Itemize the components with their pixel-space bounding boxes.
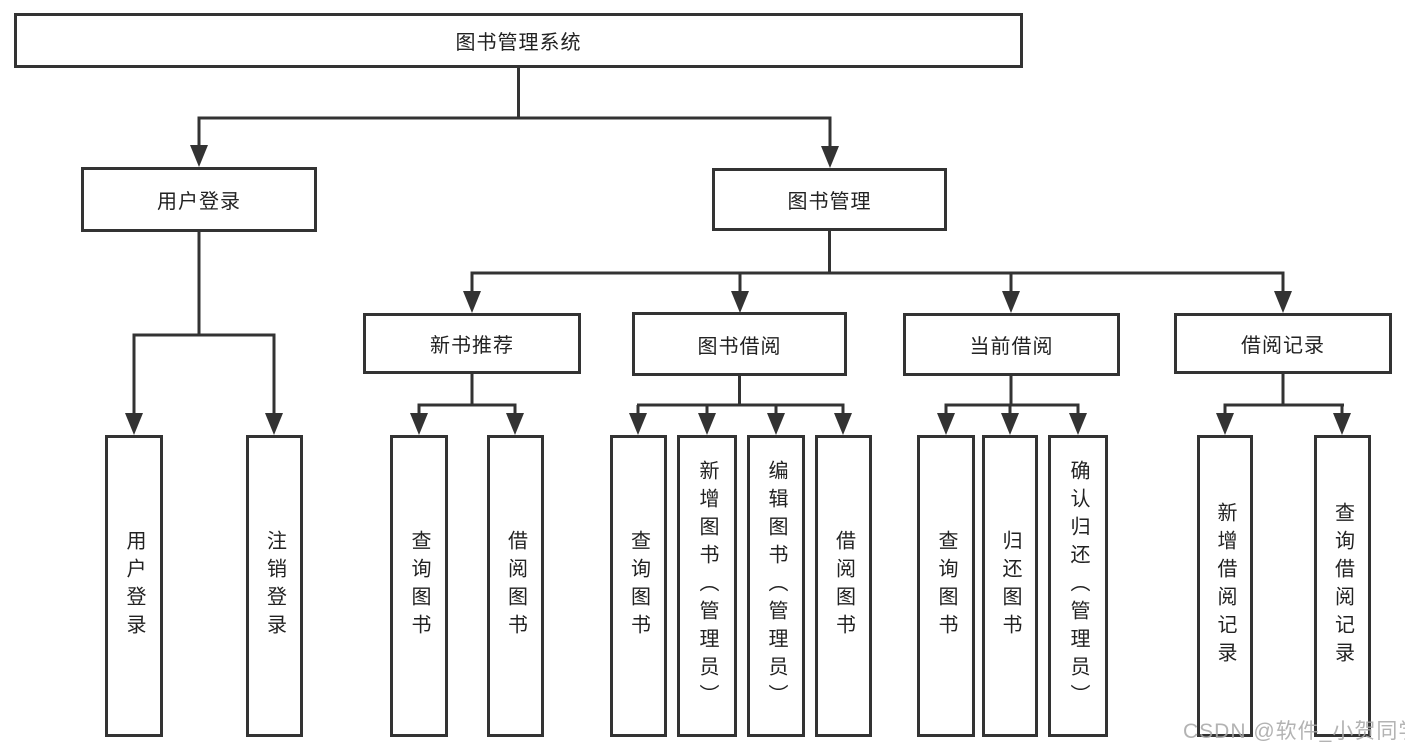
arrowheads-current-borrow-children <box>937 413 1087 435</box>
leaf-borrow-books-recommend-label: 借阅图书 <box>504 530 527 642</box>
leaf-query-books-current: 查询图书 <box>917 435 975 737</box>
arrowheads-book-management-children <box>463 291 1292 313</box>
leaf-logout-label: 注销登录 <box>263 530 286 642</box>
leaf-borrow-books-recommend: 借阅图书 <box>487 435 544 737</box>
leaf-add-borrow-record-label: 新增借阅记录 <box>1214 502 1236 670</box>
leaf-query-borrow-record: 查询借阅记录 <box>1314 435 1371 737</box>
leaf-borrow-books-borrow: 借阅图书 <box>815 435 872 737</box>
leaf-add-book-admin-label: 新增图书（管理员） <box>696 460 718 712</box>
arrowheads-user-login-children <box>125 413 283 435</box>
leaf-user-login-label: 用户登录 <box>123 530 145 642</box>
leaf-query-borrow-record-label: 查询借阅记录 <box>1331 502 1354 670</box>
node-borrow-records-label: 借阅记录 <box>1241 335 1325 357</box>
connector-new-book-recommend-children <box>417 374 517 416</box>
leaf-query-books-current-label: 查询图书 <box>935 530 957 642</box>
node-new-book-recommend: 新书推荐 <box>363 313 581 374</box>
node-current-borrow-label: 当前借阅 <box>969 336 1054 358</box>
leaf-add-borrow-record: 新增借阅记录 <box>1197 435 1253 737</box>
leaf-add-book-admin: 新增图书（管理员） <box>677 435 737 737</box>
node-root: 图书管理系统 <box>14 13 1023 68</box>
arrowheads-borrow-records-children <box>1216 413 1351 435</box>
leaf-return-book-label: 归还图书 <box>999 530 1021 642</box>
leaf-query-books-borrow-label: 查询图书 <box>627 530 650 642</box>
leaf-return-book: 归还图书 <box>982 435 1038 737</box>
watermark: CSDN @软件_小贺同学 <box>1183 720 1405 743</box>
node-book-management: 图书管理 <box>712 168 947 231</box>
leaf-user-login: 用户登录 <box>105 435 163 737</box>
leaf-borrow-books-borrow-label: 借阅图书 <box>832 530 855 642</box>
node-book-borrow: 图书借阅 <box>632 312 847 376</box>
connector-borrow-records-children <box>1223 374 1344 416</box>
connector-book-borrow-children <box>636 374 845 416</box>
leaf-edit-book-admin-label: 编辑图书（管理员） <box>765 460 787 712</box>
connector-book-management-children <box>470 231 1285 294</box>
leaf-query-books-borrow: 查询图书 <box>610 435 667 737</box>
node-borrow-records: 借阅记录 <box>1174 313 1392 374</box>
node-user-login: 用户登录 <box>81 167 317 232</box>
leaf-confirm-return-admin-label: 确认归还（管理员） <box>1067 460 1089 712</box>
leaf-logout: 注销登录 <box>246 435 303 737</box>
leaf-query-books-recommend-label: 查询图书 <box>408 530 430 642</box>
leaf-edit-book-admin: 编辑图书（管理员） <box>747 435 805 737</box>
node-book-borrow-label: 图书借阅 <box>697 335 782 358</box>
leaf-confirm-return-admin: 确认归还（管理员） <box>1048 435 1108 737</box>
arrowheads-new-book-recommend-children <box>410 413 524 435</box>
node-new-book-recommend-label: 新书推荐 <box>430 335 514 357</box>
connector-root-to-level2 <box>197 68 832 151</box>
arrowheads-book-borrow-children <box>629 413 852 435</box>
connector-user-login-children <box>132 232 276 416</box>
node-current-borrow: 当前借阅 <box>903 313 1120 376</box>
node-user-login-label: 用户登录 <box>157 191 241 213</box>
leaf-query-books-recommend: 查询图书 <box>390 435 448 737</box>
node-root-label: 图书管理系统 <box>455 32 582 54</box>
node-book-management-label: 图书管理 <box>787 191 872 213</box>
arrowheads-root-to-level2 <box>190 145 839 168</box>
connector-current-borrow-children <box>944 374 1080 416</box>
